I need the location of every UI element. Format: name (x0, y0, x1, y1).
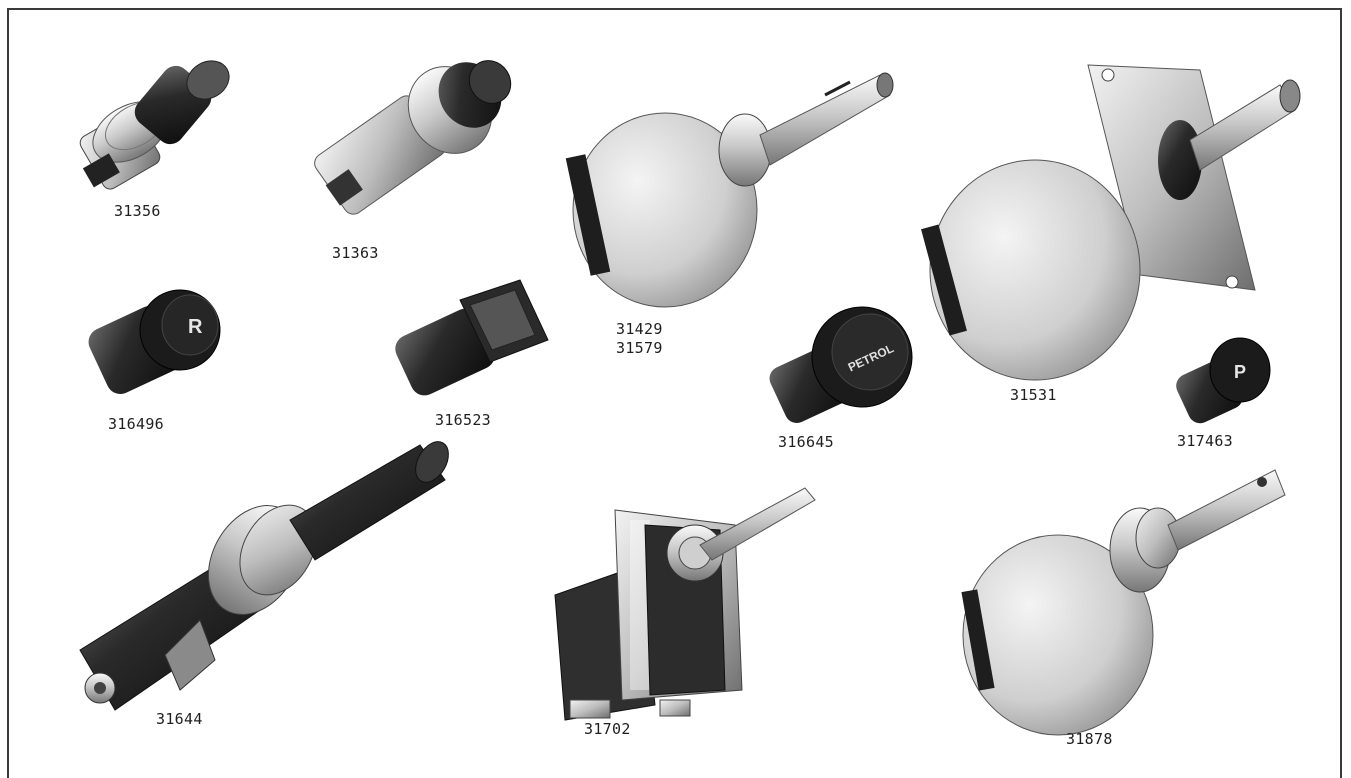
knob-p-mark: P (1234, 362, 1246, 382)
part-label-316523: 316523 (435, 411, 491, 429)
part-label-31644: 31644 (156, 710, 203, 728)
part-316496-image: R (88, 289, 221, 395)
part-31429-image (565, 72, 894, 308)
part-316523-image (395, 279, 549, 396)
part-label-31878: 31878 (1066, 730, 1113, 748)
part-label-31702: 31702 (584, 720, 631, 738)
part-label-31429-31579: 31429 31579 (616, 320, 663, 357)
part-label-31531: 31531 (1010, 386, 1057, 404)
part-label-31363: 31363 (332, 244, 379, 262)
part-31702-image (554, 487, 816, 721)
part-label-316645: 316645 (778, 433, 834, 451)
part-316645-image: PETROL (769, 306, 913, 424)
part-31878-image (961, 469, 1286, 736)
part-31531-image (921, 64, 1301, 381)
part-label-316496: 316496 (108, 415, 164, 433)
part-31644-image (79, 441, 449, 711)
part-31363-image (314, 60, 512, 215)
knob-r-mark: R (188, 316, 203, 338)
part-31356-image (79, 60, 230, 190)
part-label-31356: 31356 (114, 202, 161, 220)
part-label-317463: 317463 (1177, 432, 1233, 450)
part-317463-image: P (1176, 337, 1271, 424)
